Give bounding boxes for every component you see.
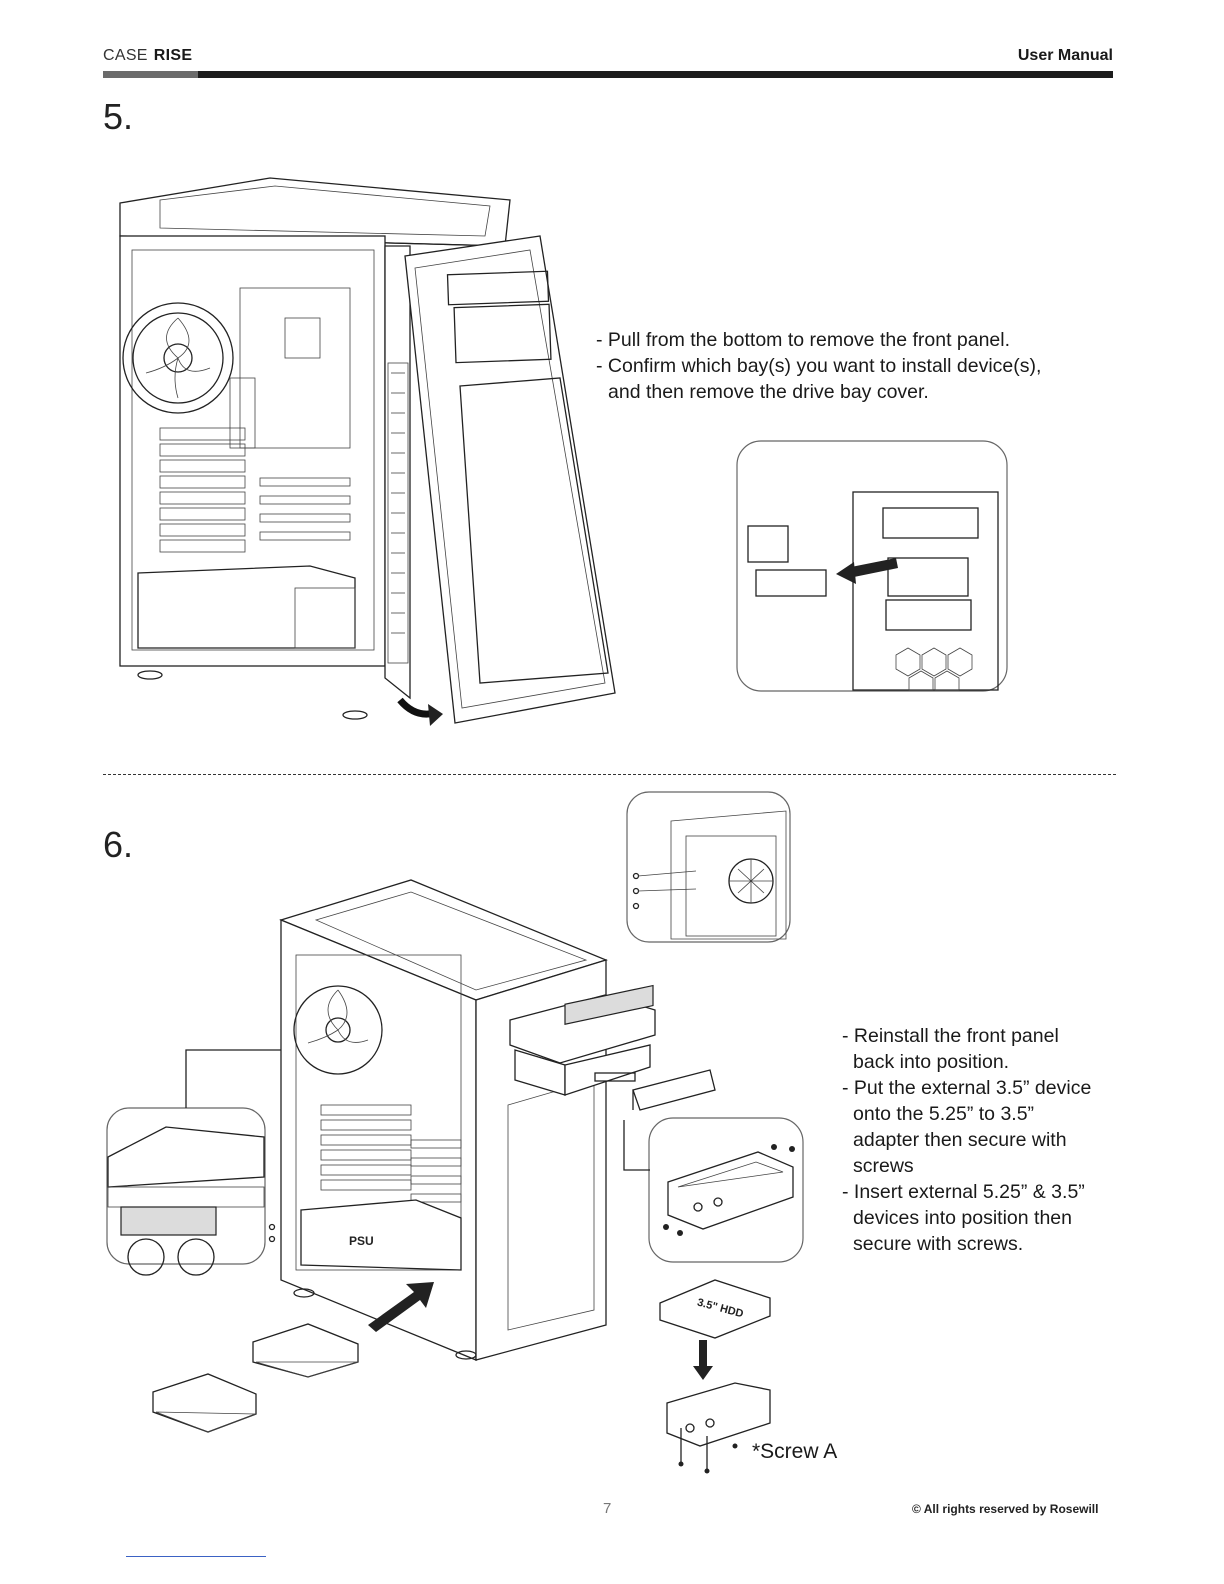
step-6-case-illustration: PSU <box>279 879 608 1361</box>
drive-bay-cover-inset <box>736 440 1008 692</box>
header-rule <box>103 71 1113 78</box>
step-6-number: 6. <box>103 824 134 865</box>
section-divider <box>103 774 1116 775</box>
instruction-line: - Reinstall the front panel <box>842 1025 1059 1047</box>
psu-label: PSU <box>349 1234 374 1248</box>
instruction-line: back into position. <box>853 1051 1010 1073</box>
step-5-number: 5. <box>103 96 134 137</box>
screw-detail-inset-left <box>106 1107 276 1276</box>
page-number: 7 <box>603 1500 612 1517</box>
instruction-line: - Confirm which bay(s) you want to insta… <box>596 355 1042 377</box>
instruction-line: screws <box>853 1155 914 1177</box>
hard-drives-illustration <box>152 1323 359 1433</box>
footer-link-underline <box>126 1556 266 1557</box>
copyright-notice: © All rights reserved by Rosewill <box>912 1502 1099 1516</box>
instruction-line: secure with screws. <box>853 1233 1024 1255</box>
screw-a-label: *Screw A <box>752 1440 838 1463</box>
instruction-line: - Pull from the bottom to remove the fro… <box>596 329 1011 351</box>
step-6-instructions: - Reinstall the front panel back into po… <box>842 1023 1091 1257</box>
adapter-screws-inset <box>648 1117 804 1263</box>
step-5-instructions: - Pull from the bottom to remove the fro… <box>596 327 1041 405</box>
instruction-line: - Put the external 3.5” device <box>842 1077 1092 1099</box>
callout-line-right <box>623 1120 650 1171</box>
header-brand: CASE RISE <box>103 47 192 65</box>
instruction-line: - Insert external 5.25” & 3.5” <box>842 1181 1085 1203</box>
brand-case-text: CASE <box>103 47 148 64</box>
instruction-line: devices into position then <box>853 1207 1072 1229</box>
doc-type-title: User Manual <box>1017 47 1113 64</box>
step-5-case-illustration <box>119 177 616 726</box>
optical-drive-and-adapter <box>509 984 716 1111</box>
hdd-into-adapter-illustration: 3.5" HDD <box>659 1279 771 1474</box>
header-rule-accent <box>103 71 198 78</box>
instruction-line: and then remove the drive bay cover. <box>608 381 929 403</box>
screw-detail-inset-top <box>626 791 791 943</box>
brand-rise-text: RISE <box>153 47 193 64</box>
instruction-line: onto the 5.25” to 3.5” <box>853 1103 1035 1125</box>
instruction-line: adapter then secure with <box>853 1129 1067 1151</box>
